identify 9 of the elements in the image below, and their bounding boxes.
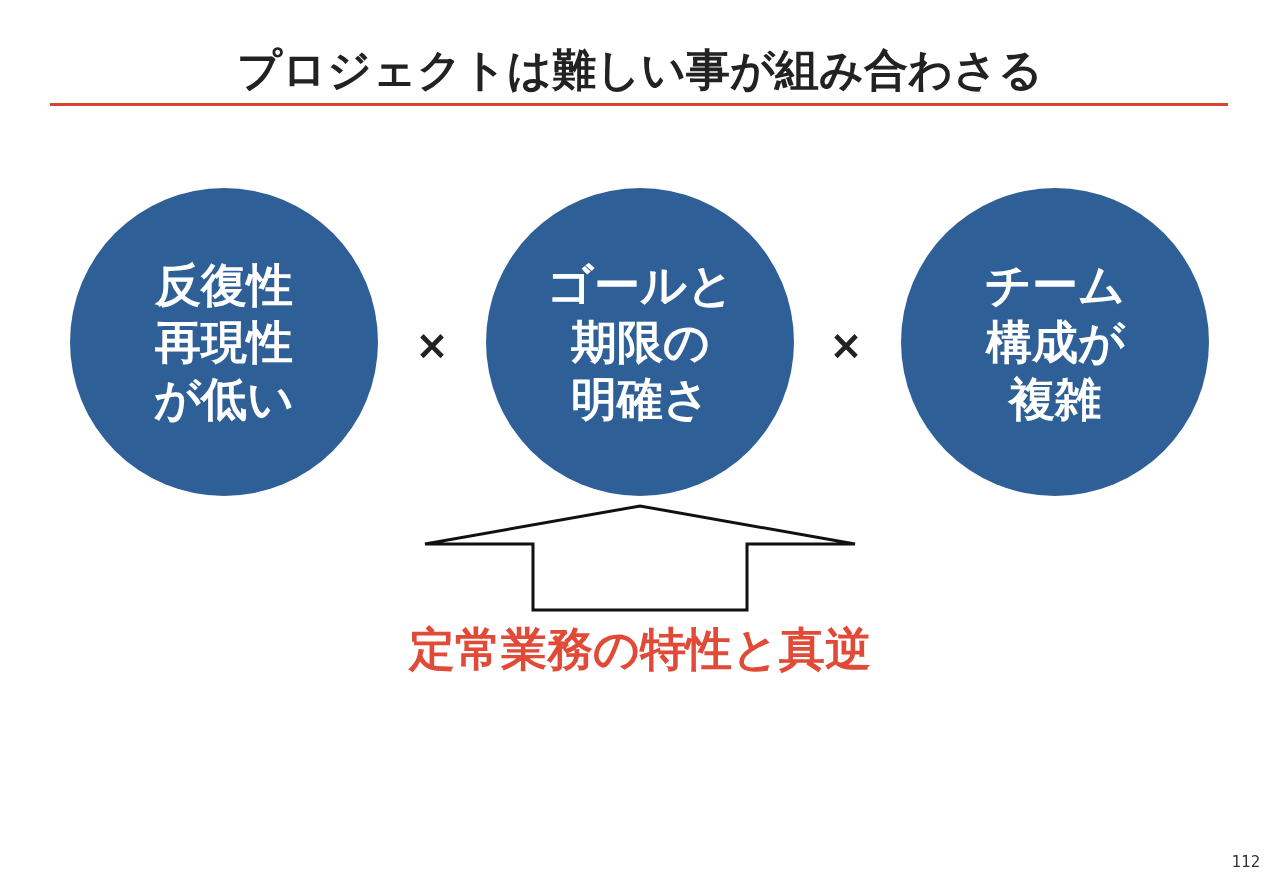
node-text: ゴールと期限の明確さ xyxy=(546,256,734,428)
node-text: 反復性再現性が低い xyxy=(153,256,295,428)
multiply-sign: × xyxy=(829,325,863,365)
block-arrow xyxy=(423,504,857,612)
node-text: チーム構成が複雑 xyxy=(984,256,1126,428)
page-number: 112 xyxy=(1231,854,1261,870)
slide-title: プロジェクトは難しい事が組み合わさる xyxy=(237,43,1043,97)
callout-text: 定常業務の特性と真逆 xyxy=(409,620,871,678)
multiply-sign: × xyxy=(415,325,449,365)
